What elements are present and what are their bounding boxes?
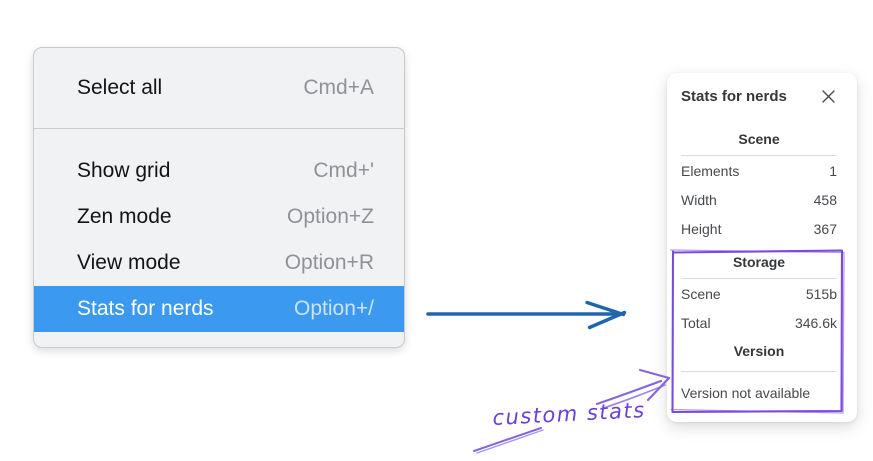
close-icon [821, 89, 835, 103]
stat-value: 458 [813, 191, 837, 208]
menu-divider [34, 128, 404, 129]
stat-row-width: Width 458 [681, 185, 837, 214]
menu-group: Show grid Cmd+' Zen mode Option+Z View m… [34, 129, 404, 332]
stat-label: Height [681, 220, 722, 237]
stats-panel: Stats for nerds Scene Elements 1 Width 4… [667, 73, 857, 422]
stat-value: 515b [805, 285, 837, 302]
menu-item-shortcut: Cmd+A [303, 76, 374, 99]
stat-label: Scene [681, 285, 721, 302]
stat-value: 346.6k [794, 314, 837, 331]
stat-row-total-storage: Total 346.6k [681, 308, 837, 337]
menu-item-shortcut: Option+R [284, 251, 374, 274]
context-menu: Select all Cmd+A Show grid Cmd+' Zen mod… [33, 47, 405, 348]
menu-item-show-grid[interactable]: Show grid Cmd+' [34, 148, 404, 194]
stat-row-scene-storage: Scene 515b [681, 279, 837, 308]
close-button[interactable] [819, 87, 837, 105]
menu-item-label: Show grid [77, 159, 171, 182]
stats-panel-title: Stats for nerds [681, 87, 787, 105]
stat-value: 367 [813, 220, 837, 237]
menu-item-stats-for-nerds[interactable]: Stats for nerds Option+/ [34, 286, 404, 332]
menu-item-label: Select all [77, 76, 163, 99]
stat-value: 1 [829, 162, 837, 179]
custom-stats-underline-stroke [473, 427, 544, 454]
section-title-storage: Storage [732, 254, 786, 270]
section-title-scene: Scene [738, 131, 780, 147]
section-title-version: Version [733, 343, 785, 359]
stats-panel-header: Stats for nerds [681, 84, 837, 108]
stat-label: Total [681, 314, 711, 331]
stat-row-height: Height 367 [681, 214, 837, 243]
version-note: Version not available [681, 385, 811, 401]
menu-item-shortcut: Cmd+' [313, 159, 374, 182]
blue-arrow [426, 300, 627, 330]
menu-item-label: View mode [77, 251, 181, 274]
stat-label: Elements [681, 162, 740, 179]
section-divider [681, 155, 837, 156]
menu-item-shortcut: Option+Z [287, 205, 374, 228]
custom-stats-arrow [595, 368, 671, 410]
menu-item-view-mode[interactable]: View mode Option+R [34, 240, 404, 286]
stat-row-elements: Elements 1 [681, 156, 837, 185]
stat-label: Width [681, 191, 717, 208]
custom-stats-label: custom stats [492, 398, 646, 430]
menu-item-shortcut: Option+/ [294, 297, 374, 320]
menu-item-label: Zen mode [77, 205, 172, 228]
menu-item-zen-mode[interactable]: Zen mode Option+Z [34, 194, 404, 240]
menu-item-select-all[interactable]: Select all Cmd+A [34, 48, 404, 128]
menu-item-label: Stats for nerds [77, 297, 214, 320]
